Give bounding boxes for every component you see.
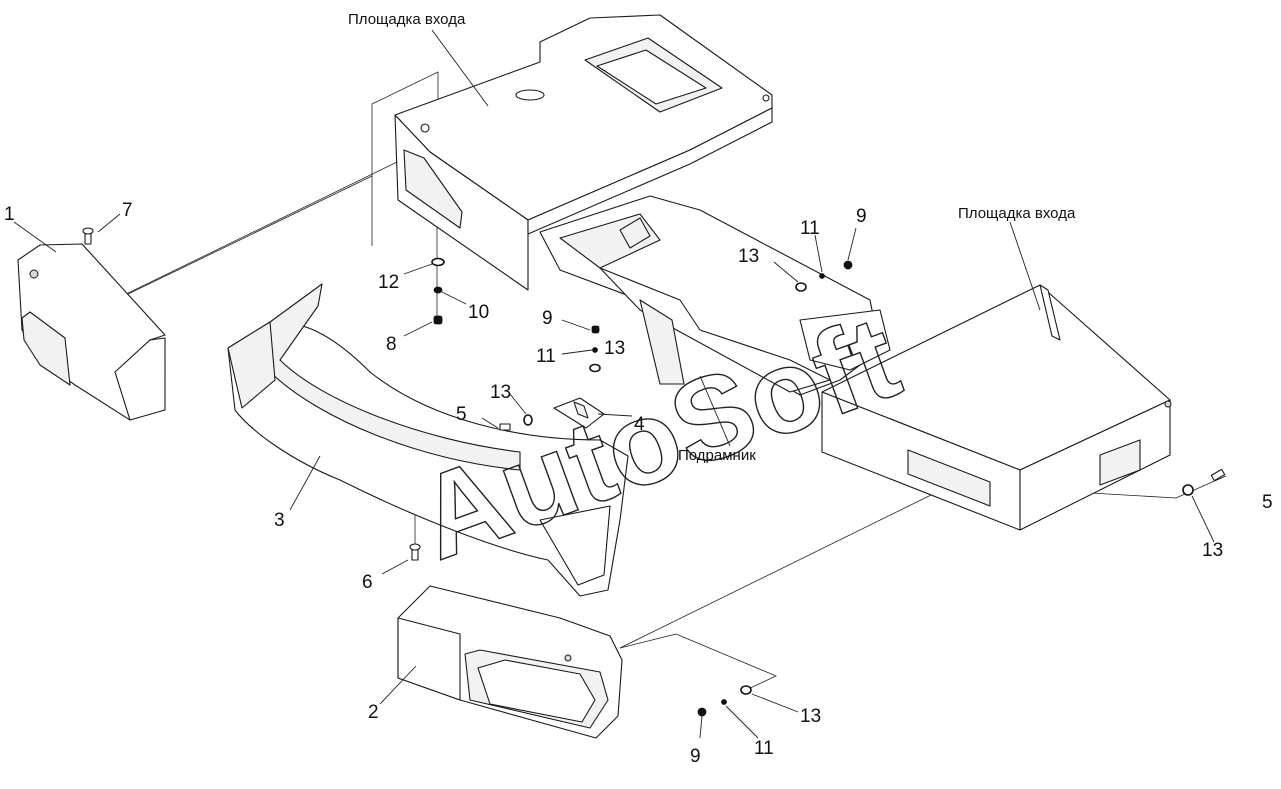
upper-entry-platform bbox=[394, 14, 773, 291]
washer-11-lower bbox=[721, 699, 727, 705]
nut-9-mid bbox=[591, 325, 600, 334]
callout-11-upper: 11 bbox=[800, 218, 820, 239]
nut-10 bbox=[433, 286, 443, 294]
callout-5-right: 5 bbox=[1262, 492, 1273, 513]
part-3-bumper bbox=[227, 283, 629, 597]
callout-6: 6 bbox=[362, 572, 373, 593]
callout-13-upper: 13 bbox=[738, 246, 759, 267]
washer-13-upper bbox=[795, 282, 807, 292]
callout-9-mid: 9 bbox=[542, 308, 553, 329]
nut-9-lower bbox=[697, 707, 707, 717]
callout-9-upper: 9 bbox=[856, 206, 867, 227]
callout-11-mid: 11 bbox=[536, 346, 556, 367]
callout-13-lower: 13 bbox=[800, 706, 821, 727]
washer-13-lower bbox=[740, 685, 752, 695]
bolt-5-right bbox=[1210, 468, 1226, 482]
washer-12 bbox=[431, 257, 445, 267]
nut-9-upper bbox=[843, 260, 853, 270]
callout-10: 10 bbox=[468, 302, 489, 323]
washer-11-mid bbox=[592, 347, 598, 353]
right-entry-platform bbox=[821, 284, 1172, 531]
label-entry-platform-top: Площадка входа bbox=[348, 11, 466, 28]
fasteners bbox=[82, 227, 1226, 717]
callout-11-lower: 11 bbox=[754, 738, 774, 759]
callout-13-mid: 13 bbox=[604, 338, 625, 359]
subframe bbox=[539, 195, 891, 396]
bolt-5-left bbox=[499, 423, 511, 431]
callout-2: 2 bbox=[368, 702, 379, 723]
washer-13-mid bbox=[589, 363, 601, 373]
callout-12: 12 bbox=[378, 272, 399, 293]
callout-1: 1 bbox=[4, 204, 15, 225]
callout-5-left: 5 bbox=[456, 404, 467, 425]
part-1-left-panel bbox=[17, 243, 166, 421]
callout-9-lower: 9 bbox=[690, 746, 701, 767]
leader-lines bbox=[13, 29, 1215, 739]
callout-13-left: 13 bbox=[490, 382, 511, 403]
callout-3: 3 bbox=[274, 510, 285, 531]
callout-4: 4 bbox=[634, 414, 645, 435]
callout-8: 8 bbox=[386, 334, 397, 355]
washer-11-upper bbox=[819, 273, 825, 279]
nut-8 bbox=[433, 315, 443, 325]
callout-7: 7 bbox=[122, 200, 133, 221]
callout-13-right: 13 bbox=[1202, 540, 1223, 561]
label-entry-platform-right: Площадка входа bbox=[958, 205, 1076, 222]
part-2-front-box bbox=[397, 585, 623, 739]
washer-13-right bbox=[1182, 484, 1194, 496]
washer-13-left bbox=[523, 414, 533, 426]
label-subframe: Подрамник bbox=[678, 447, 756, 464]
